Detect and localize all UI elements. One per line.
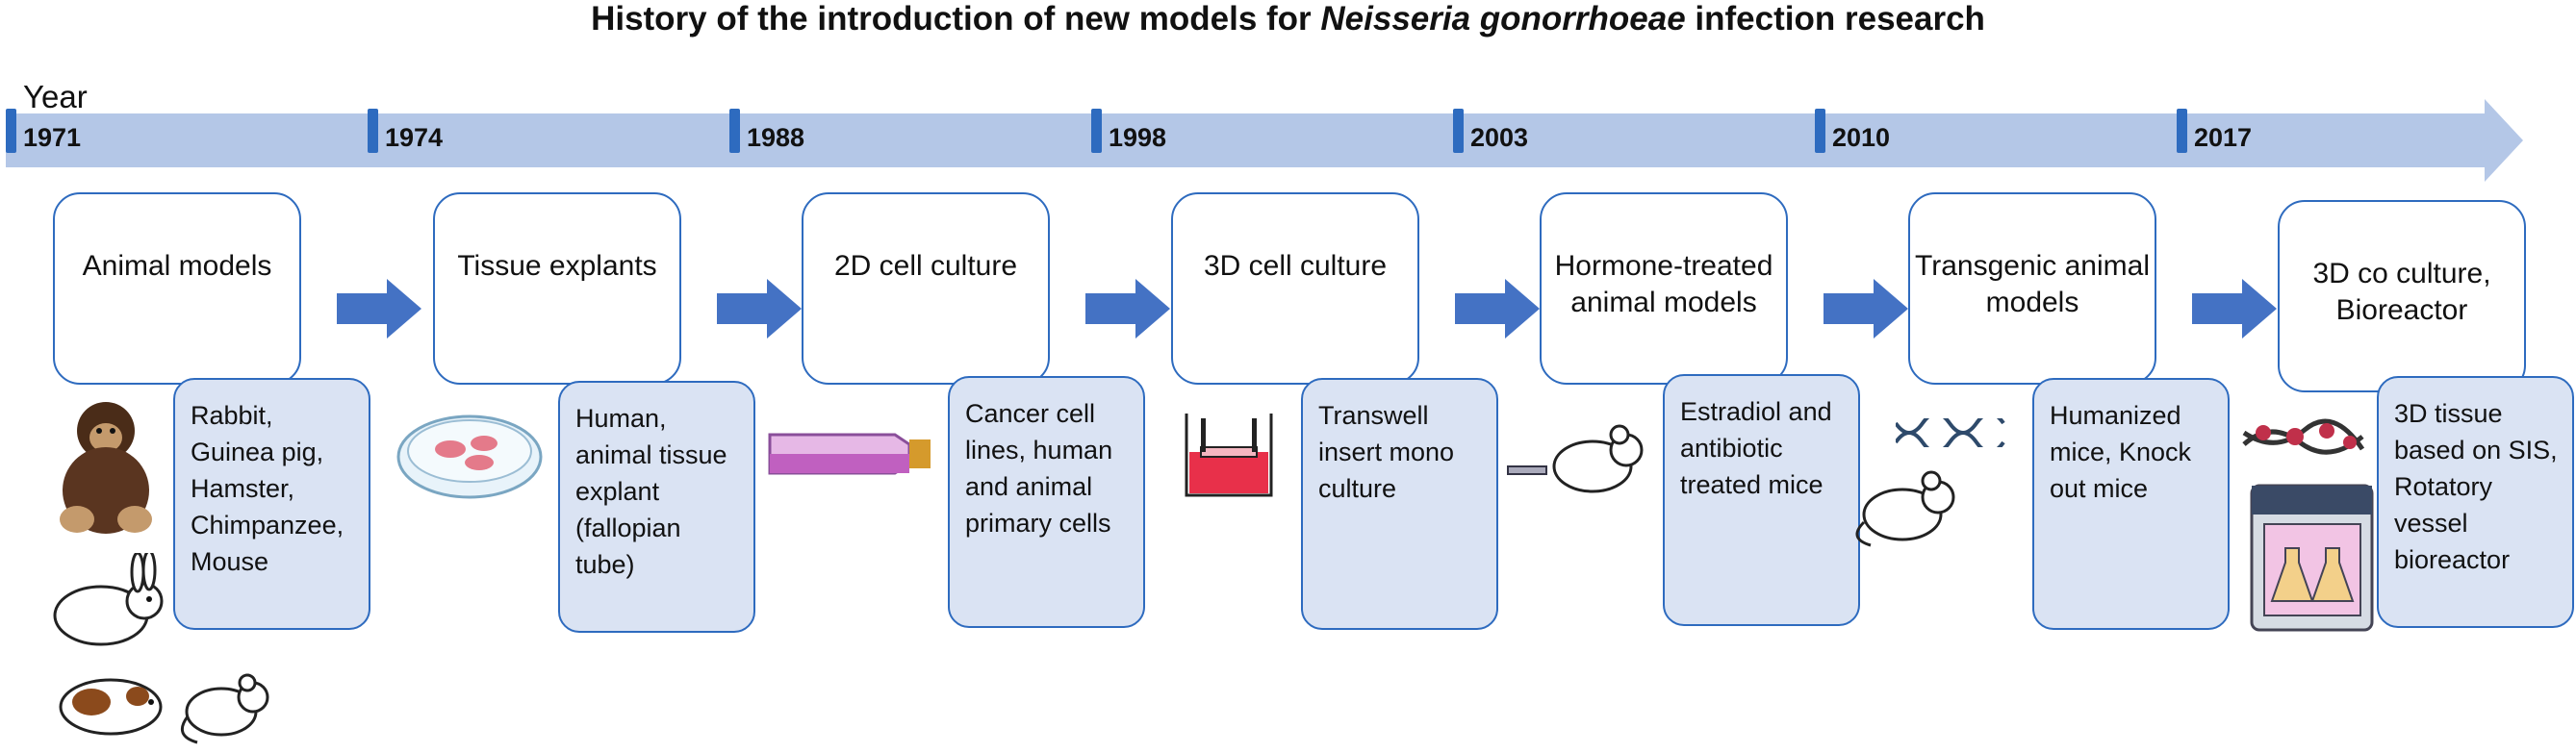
year-label-1988: 1988	[747, 123, 805, 152]
year-axis-label: Year	[23, 79, 88, 114]
progression-arrow	[1085, 279, 1170, 339]
guinea-pig-icon	[59, 678, 163, 736]
mouse-icon	[180, 673, 269, 744]
timeline-tick-1971	[6, 109, 16, 153]
model-label: Transgenic animal models	[1915, 250, 2150, 318]
petri-dish-icon	[396, 414, 543, 499]
model-box: 2D cell culture	[802, 192, 1050, 385]
syringe-mouse-icon	[1507, 424, 1644, 493]
year-label-2017: 2017	[2194, 123, 2253, 152]
examples-box: Cancer cell lines, human and animal prim…	[948, 376, 1145, 628]
progression-arrow	[337, 279, 421, 339]
bioreactor-icon	[2250, 484, 2374, 632]
model-box: 3D co culture, Bioreactor	[2278, 200, 2526, 392]
model-label: 2D cell culture	[833, 250, 1018, 282]
progression-arrow	[2192, 279, 2277, 339]
timeline-tick-1998	[1091, 109, 1102, 153]
model-box: 3D cell culture	[1171, 192, 1419, 385]
timeline-tick-1974	[368, 109, 378, 153]
3d-tissue-scaffold-icon	[2242, 418, 2365, 455]
year-label-1998: 1998	[1109, 123, 1167, 152]
timeline-bar	[6, 99, 2523, 182]
title-species: Neisseria gonorrhoeae	[1320, 0, 1686, 38]
year-label-2003: 2003	[1470, 123, 1529, 152]
cell-culture-flask-icon	[768, 433, 931, 475]
examples-box: Rabbit, Guinea pig, Hamster, Chimpanzee,…	[173, 378, 370, 630]
model-label: Hormone-treated animal models	[1554, 250, 1773, 318]
progression-arrow	[1455, 279, 1540, 339]
model-label: Tissue explants	[457, 250, 657, 282]
dna-icon	[1896, 418, 2005, 447]
year-label-1974: 1974	[385, 123, 444, 152]
year-label-2010: 2010	[1832, 123, 1891, 152]
model-label: 3D cell culture	[1203, 250, 1388, 282]
title-prefix: History of the introduction of new model…	[591, 0, 1321, 38]
year-label-1971: 1971	[23, 123, 82, 152]
examples-box: 3D tissue based on SIS, Rotatory vessel …	[2377, 376, 2574, 628]
model-box: Animal models	[53, 192, 301, 385]
examples-box: Humanized mice, Knock out mice	[2032, 378, 2230, 630]
examples-box: Estradiol and antibiotic treated mice	[1663, 374, 1860, 626]
timeline-tick-1988	[729, 109, 740, 153]
timeline-tick-2010	[1815, 109, 1825, 153]
transwell-icon	[1185, 414, 1273, 497]
transgenic-mouse-icon	[1855, 470, 1955, 547]
examples-box: Transwell insert mono culture	[1301, 378, 1498, 630]
progression-arrow	[717, 279, 802, 339]
rabbit-icon	[53, 553, 164, 646]
model-label: Animal models	[82, 250, 272, 282]
examples-box: Human, animal tissue explant (fallopian …	[558, 381, 755, 633]
model-box: Tissue explants	[433, 192, 681, 385]
chimpanzee-icon	[60, 402, 152, 534]
title-suffix: infection research	[1685, 0, 1985, 38]
model-label: 3D co culture, Bioreactor	[2312, 258, 2491, 326]
timeline-tick-2017	[2177, 109, 2187, 153]
model-box: Hormone-treated animal models	[1540, 192, 1788, 385]
figure-title: History of the introduction of new model…	[0, 0, 2576, 38]
timeline-tick-2003	[1453, 109, 1464, 153]
model-box: Transgenic animal models	[1908, 192, 2156, 385]
progression-arrow	[1824, 279, 1908, 339]
